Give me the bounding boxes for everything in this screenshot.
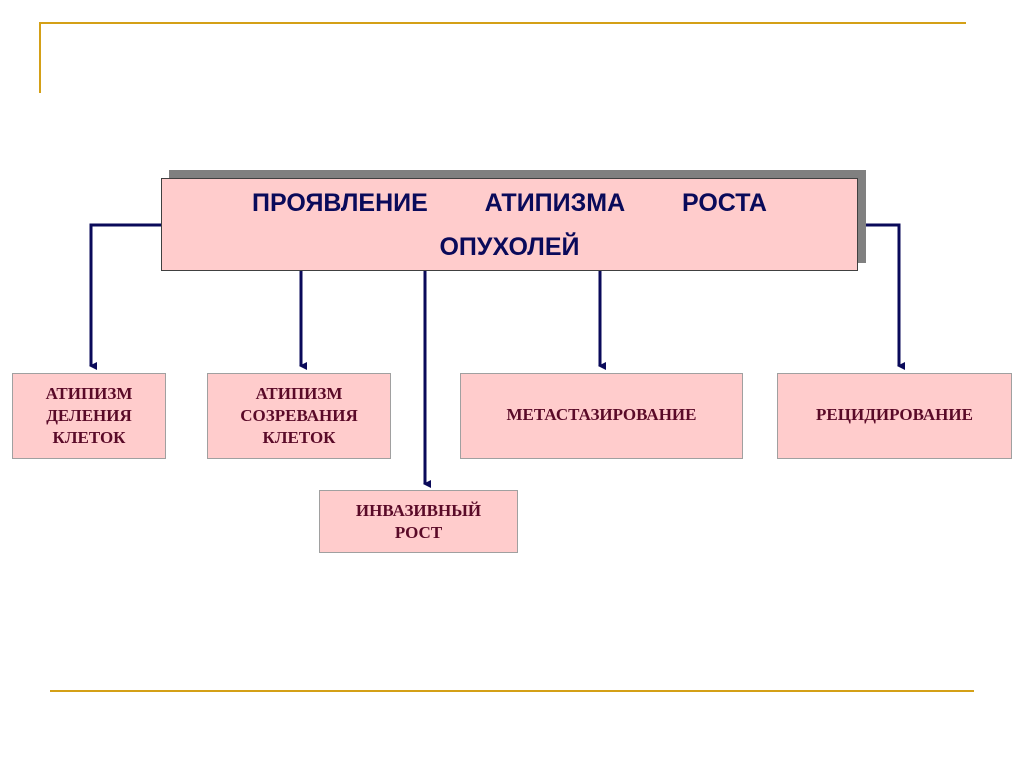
node-text: АТИПИЗМ [45,384,133,403]
arrow-to-division [89,223,161,370]
node-text: СОЗРЕВАНИЯ [240,406,358,425]
node-metastasis: МЕТАСТАЗИРОВАНИЕ [460,373,743,459]
node-text: ИНВАЗИВНЫЙ [355,500,482,520]
title-line-2: ОПУХОЛЕЙ [439,232,580,261]
node-text: МЕТАСТАЗИРОВАНИЕ [506,405,697,424]
node-text: ДЕЛЕНИЯ [46,406,132,425]
node-text: РЕЦИДИРОВАНИЕ [816,405,973,424]
node-division-atypism: АТИПИЗМ ДЕЛЕНИЯ КЛЕТОК [12,373,166,459]
bottom-decor-line [50,690,974,692]
arrow-to-recurrence [858,223,905,370]
left-decor-line [39,22,41,93]
title-line-1: ПРОЯВЛЕНИЕ АТИПИЗМА РОСТА [252,188,767,217]
node-text: АТИПИЗМ [255,384,343,403]
top-decor-line [40,22,966,24]
title-box: ПРОЯВЛЕНИЕ АТИПИЗМА РОСТА ОПУХОЛЕЙ [161,178,858,271]
node-text: РОСТ [394,522,443,542]
node-text: КЛЕТОК [262,428,336,447]
node-text: КЛЕТОК [52,428,126,447]
node-recurrence: РЕЦИДИРОВАНИЕ [777,373,1012,459]
node-maturation-atypism: АТИПИЗМ СОЗРЕВАНИЯ КЛЕТОК [207,373,391,459]
